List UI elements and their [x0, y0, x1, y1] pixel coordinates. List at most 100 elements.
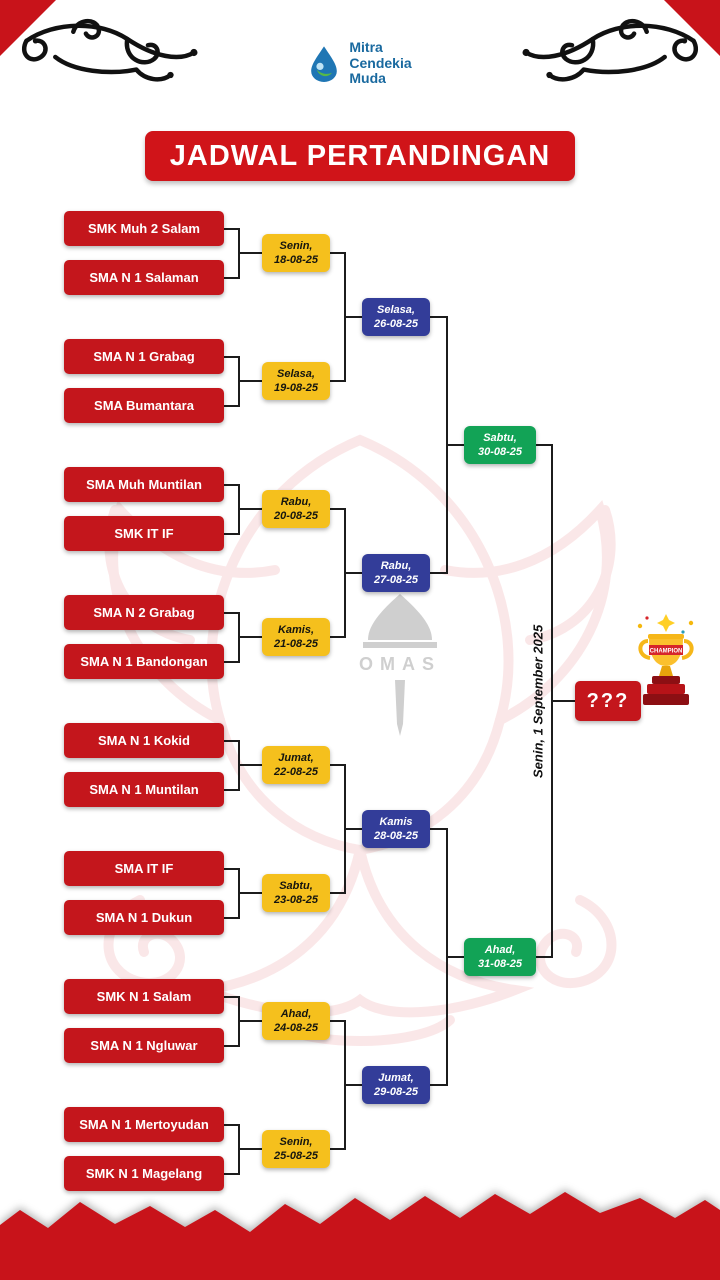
match-date: 28-08-25	[373, 830, 419, 842]
bracket-connector-line	[224, 1172, 240, 1175]
match-round1: Sabtu, 23-08-25	[262, 874, 330, 912]
bracket-connector-line	[330, 636, 346, 638]
bracket-connector-line	[536, 444, 553, 446]
bracket-connector-line	[344, 508, 346, 638]
match-round1: Senin, 25-08-25	[262, 1130, 330, 1168]
bracket-connector-line	[224, 660, 240, 663]
bracket-connector-line	[224, 404, 240, 407]
bracket-connector-line	[240, 508, 262, 510]
bracket-connector-line	[536, 956, 553, 958]
trophy-icon: CHAMPION	[637, 614, 694, 705]
bracket-connector-line	[446, 316, 448, 574]
logo-text: Mitra Cendekia Muda	[349, 39, 412, 87]
bracket-connector-line	[238, 483, 240, 535]
match-date: 21-08-25	[273, 638, 319, 650]
bracket-connector-line	[238, 611, 240, 663]
bracket-connector-line	[224, 1123, 240, 1126]
bracket-connector-line	[224, 483, 240, 486]
team-box: SMA N 2 Grabag	[64, 595, 224, 630]
match-semifinal: Sabtu, 30-08-25	[464, 426, 536, 464]
match-day: Sabtu,	[279, 879, 313, 892]
bracket-connector-line	[240, 380, 262, 382]
bracket-connector-line	[224, 276, 240, 279]
team-box: SMA N 1 Salaman	[64, 260, 224, 295]
match-date: 29-08-25	[373, 1086, 419, 1098]
match-date: 24-08-25	[273, 1022, 319, 1034]
match-day: Rabu,	[380, 559, 412, 572]
star-burst	[657, 614, 675, 632]
match-round1: Kamis, 21-08-25	[262, 618, 330, 656]
emblem-text: OMAS	[359, 654, 441, 674]
bracket-connector-line	[344, 252, 346, 382]
bracket-connector-line	[238, 739, 240, 791]
bracket-connector-line	[238, 995, 240, 1047]
bracket-connector-line	[430, 316, 448, 318]
bracket-connector-line	[330, 892, 346, 894]
bracket-connector-line	[430, 1084, 448, 1086]
logo-line-2: Cendekia	[349, 54, 412, 71]
bracket-connector-line	[430, 828, 448, 830]
bracket-connector-line	[224, 532, 240, 535]
logo-line-3: Muda	[349, 70, 386, 87]
match-day: Sabtu,	[483, 431, 517, 444]
bracket-connector-line	[330, 1148, 346, 1150]
bracket-connector-line	[224, 227, 240, 230]
corner-triangle-left	[0, 0, 56, 56]
team-box: SMA N 1 Grabag	[64, 339, 224, 374]
match-date: 23-08-25	[273, 894, 319, 906]
champion-placeholder-box: ???	[575, 681, 641, 721]
team-box: SMA N 1 Muntilan	[64, 772, 224, 807]
bracket-connector-line	[346, 1084, 362, 1086]
match-round1: Senin, 18-08-25	[262, 234, 330, 272]
bracket-connector-line	[330, 380, 346, 382]
match-date: 27-08-25	[373, 574, 419, 586]
corner-triangle-right	[664, 0, 720, 56]
logo-drop-icon	[311, 45, 338, 82]
logo: Mitra Cendekia Muda	[0, 39, 720, 87]
bracket-connector-line	[430, 572, 448, 574]
bracket-connector-line	[346, 316, 362, 318]
bracket-connector-line	[224, 916, 240, 919]
match-round1: Rabu, 20-08-25	[262, 490, 330, 528]
bracket-connector-line	[551, 444, 553, 958]
bracket-connector-line	[346, 572, 362, 574]
match-day: Ahad,	[484, 943, 516, 956]
bracket-connector-line	[224, 739, 240, 742]
team-box: SMA N 1 Dukun	[64, 900, 224, 935]
match-day: Senin,	[279, 239, 313, 252]
match-day: Jumat,	[378, 1071, 414, 1084]
bracket-connector-line	[238, 355, 240, 407]
bracket-connector-line	[238, 1123, 240, 1175]
bracket-connector-line	[240, 252, 262, 254]
match-date: 26-08-25	[373, 318, 419, 330]
bracket-connector-line	[224, 355, 240, 358]
match-day: Selasa,	[277, 367, 315, 380]
match-round2: Rabu, 27-08-25	[362, 554, 430, 592]
match-date: 30-08-25	[477, 446, 523, 458]
match-round2: Kamis 28-08-25	[362, 810, 430, 848]
bracket-connector-line	[224, 611, 240, 614]
trophy-ribbon-text: CHAMPION	[650, 649, 683, 655]
bracket-connector-line	[240, 1148, 262, 1150]
bracket-connector-line	[238, 867, 240, 919]
match-round1: Jumat, 22-08-25	[262, 746, 330, 784]
bracket-connector-line	[330, 252, 346, 254]
bracket-connector-line	[224, 995, 240, 998]
bracket-connector-line	[224, 788, 240, 791]
team-box: SMA Muh Muntilan	[64, 467, 224, 502]
bracket-connector-line	[344, 764, 346, 894]
torn-paper-edge	[0, 1192, 720, 1280]
bracket-connector-line	[553, 700, 575, 702]
bracket-connector-line	[446, 828, 448, 1086]
bracket-connector-line	[240, 892, 262, 894]
team-box: SMK Muh 2 Salam	[64, 211, 224, 246]
final-schedule-label: Senin, 1 September 2025	[530, 624, 546, 778]
match-date: 19-08-25	[273, 382, 319, 394]
bracket-connector-line	[448, 444, 464, 446]
match-date: 31-08-25	[477, 958, 523, 970]
team-box: SMA IT IF	[64, 851, 224, 886]
match-date: 18-08-25	[273, 254, 319, 266]
team-box: SMK N 1 Salam	[64, 979, 224, 1014]
match-round1: Ahad, 24-08-25	[262, 1002, 330, 1040]
